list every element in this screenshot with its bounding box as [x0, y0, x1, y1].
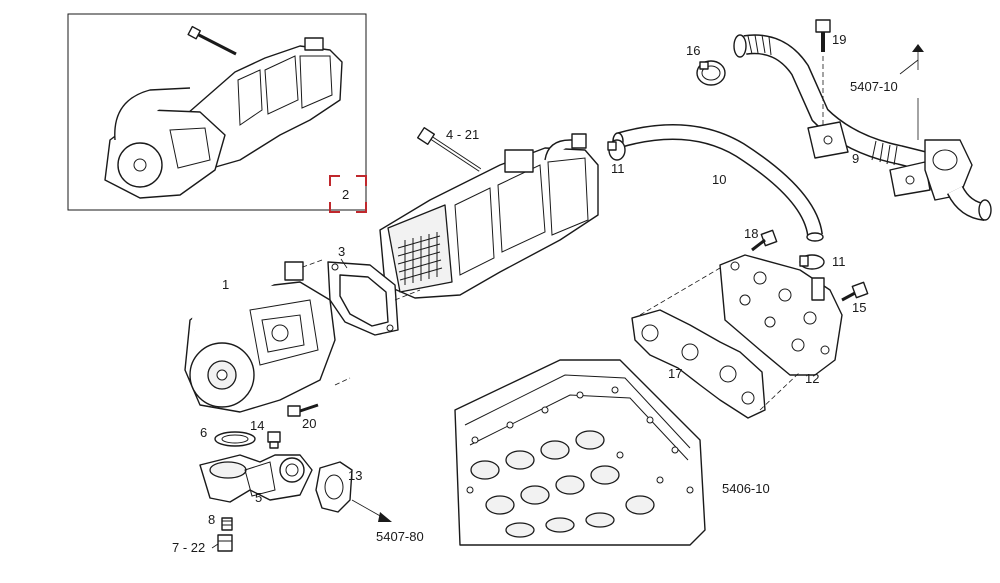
- head-ports: [470, 430, 655, 538]
- gasket-3: [327, 261, 399, 336]
- callout-3: 3: [338, 244, 345, 259]
- ref-5407-10: 5407-10: [850, 79, 898, 94]
- inset-assembly-box: 2: [67, 13, 367, 213]
- clamp-11-lower: [799, 254, 825, 270]
- egr-valve: [184, 261, 336, 413]
- pipe-9: [733, 34, 992, 221]
- callout-4-21: 4 - 21: [446, 127, 479, 142]
- callout-20: 20: [302, 416, 316, 431]
- engine-cylinder-head: [454, 359, 706, 546]
- callout-7-22: 7 - 22: [172, 540, 205, 555]
- callout-11-lower: 11: [832, 254, 846, 269]
- callout-9: 9: [852, 151, 859, 166]
- clamp-11-upper: [607, 139, 626, 161]
- callout-17: 17: [668, 366, 682, 381]
- cooler-fins: [397, 232, 443, 285]
- spring-8: [221, 517, 233, 531]
- clamp-16: [696, 60, 726, 86]
- bolt-19: [815, 19, 831, 52]
- callout-18: 18: [744, 226, 758, 241]
- bolt-7-22: [217, 534, 233, 552]
- callout-1: 1: [222, 277, 229, 292]
- bolt-18: [751, 229, 778, 252]
- pipe-elbow-5: [199, 454, 313, 503]
- gasket-13: [315, 461, 353, 513]
- ref-5407-80: 5407-80: [376, 529, 424, 544]
- callout-6: 6: [200, 425, 207, 440]
- gasket-17: [631, 309, 766, 419]
- callout-14: 14: [250, 418, 264, 433]
- callout-8: 8: [208, 512, 215, 527]
- pipe-9-corrugation: [747, 34, 898, 166]
- highlight-marker: [329, 175, 367, 213]
- callout-15: 15: [852, 300, 866, 315]
- callout-13: 13: [348, 468, 362, 483]
- inset-bolt: [187, 25, 237, 56]
- callout-11-upper: 11: [611, 161, 625, 176]
- callout-16: 16: [686, 43, 700, 58]
- callout-5: 5: [255, 490, 262, 505]
- ref-5406-10: 5406-10: [722, 481, 770, 496]
- callout-2: 2: [342, 187, 349, 202]
- bolt-20: [287, 403, 319, 417]
- callout-12: 12: [805, 371, 819, 386]
- bolt-15: [841, 281, 869, 302]
- head-bolt-holes: [466, 386, 694, 494]
- bolt-4-21: [417, 127, 482, 172]
- fitting-14: [267, 431, 281, 449]
- callout-19: 19: [832, 32, 846, 47]
- cover-plate-12: [719, 254, 843, 376]
- callout-10: 10: [712, 172, 726, 187]
- gasket-6: [214, 431, 256, 447]
- inset-egr-valve: [104, 87, 226, 199]
- egr-cooler: [379, 133, 599, 299]
